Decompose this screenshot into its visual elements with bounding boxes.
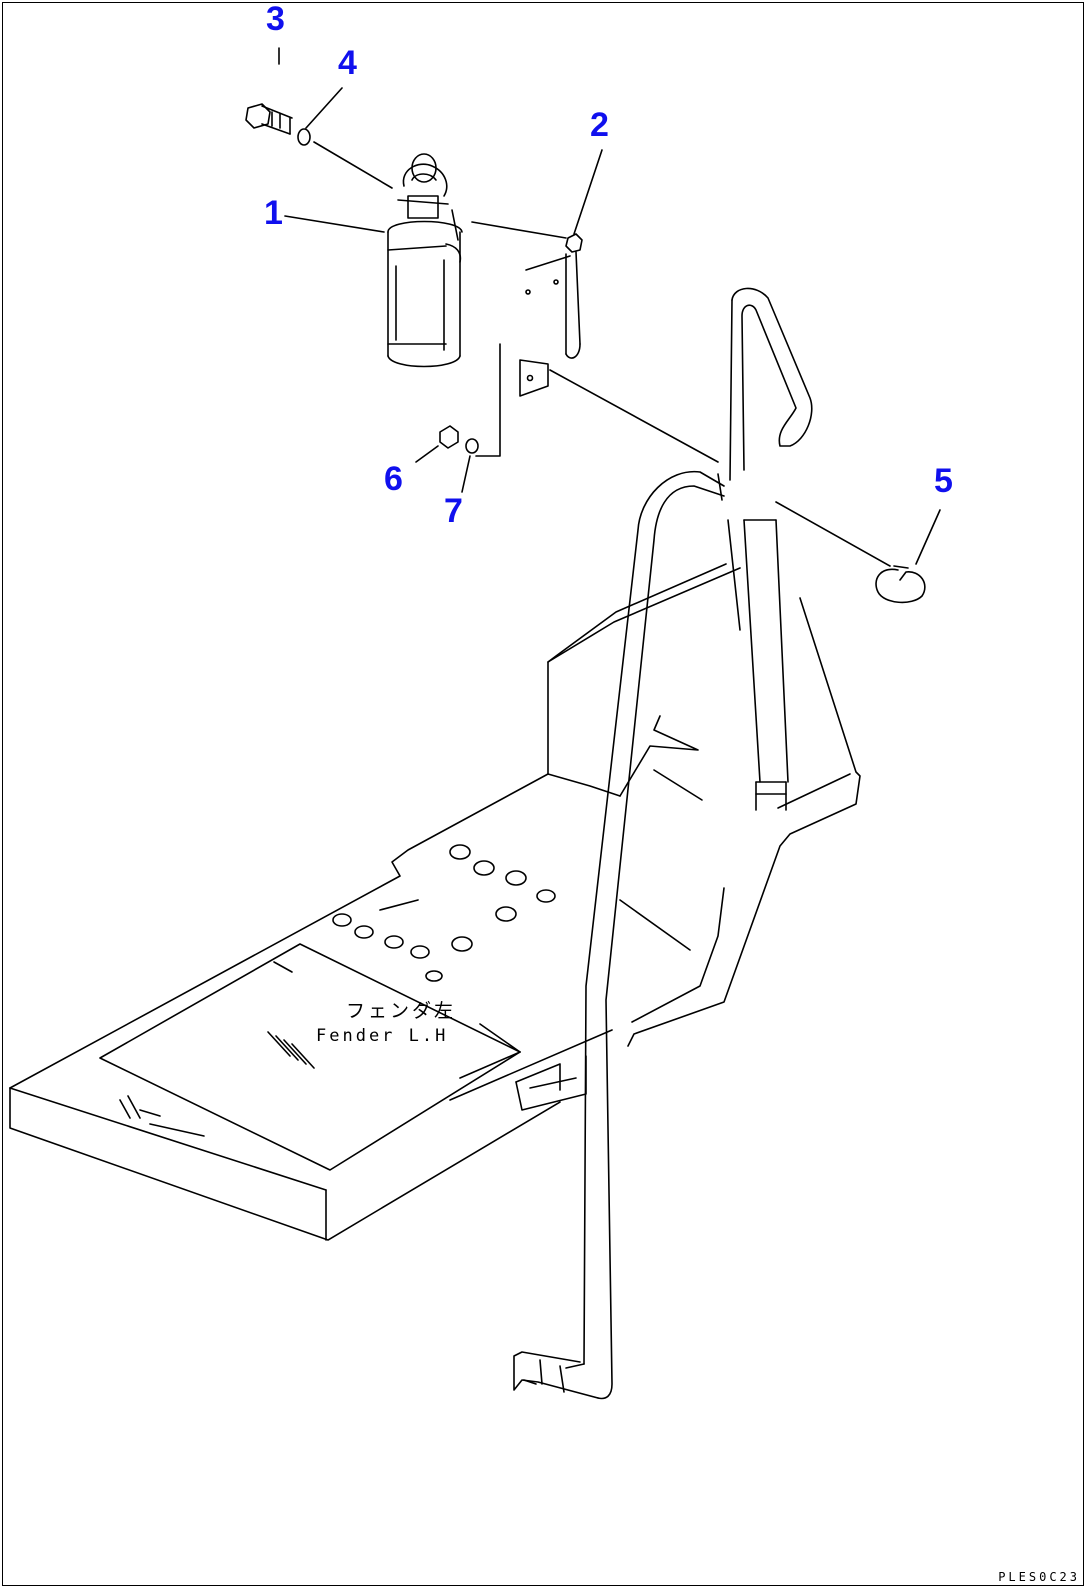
extinguisher-bracket xyxy=(472,222,718,462)
drawing-code: PLES0C23 xyxy=(998,1570,1080,1584)
callout-3: 3 xyxy=(266,0,285,38)
handrail xyxy=(514,288,812,1398)
callout-5: 5 xyxy=(934,462,953,500)
callout-6: 6 xyxy=(384,460,403,498)
fender-lh xyxy=(10,564,860,1240)
bolt xyxy=(246,104,292,134)
callout-4: 4 xyxy=(338,44,357,82)
washer xyxy=(298,129,310,145)
fender-label-en: Fender L.H xyxy=(316,1026,449,1046)
hose-clip xyxy=(876,569,925,602)
lock-washer xyxy=(466,439,478,453)
callout-7: 7 xyxy=(444,492,463,530)
fender-label-jp: フェンダ左 xyxy=(346,1000,457,1022)
fire-extinguisher xyxy=(388,154,462,367)
callout-1: 1 xyxy=(264,194,283,232)
callout-2: 2 xyxy=(590,106,609,144)
nut xyxy=(440,426,458,448)
